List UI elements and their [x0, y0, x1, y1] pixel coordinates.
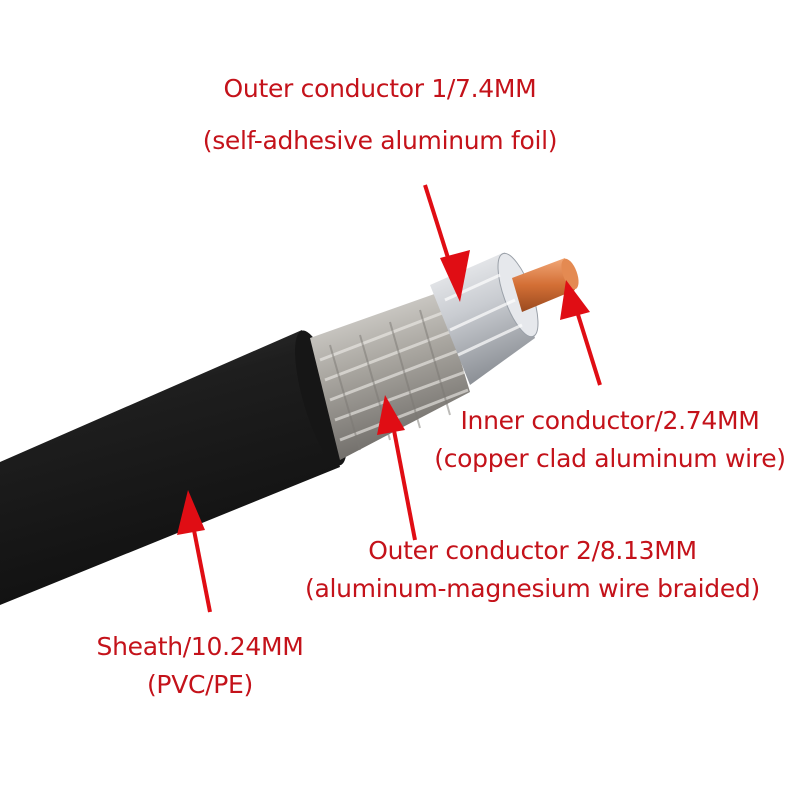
label-outer-conductor-2: Outer conductor 2/8.13MM (aluminum-magne…	[285, 532, 780, 608]
callout-arrows	[177, 184, 602, 613]
label-outer-conductor-1: Outer conductor 1/7.4MM (self-adhesive a…	[190, 70, 570, 160]
copper-inner-conductor	[512, 258, 579, 312]
label-sheath-title: Sheath/10.24MM	[96, 632, 304, 661]
label-outer-conductor-2-material: (aluminum-magnesium wire braided)	[305, 574, 760, 603]
label-sheath-material: (PVC/PE)	[146, 670, 254, 699]
label-inner-conductor-material: (copper clad aluminum wire)	[434, 444, 786, 473]
label-inner-conductor: Inner conductor/2.74MM (copper clad alum…	[425, 402, 795, 478]
label-inner-conductor-title: Inner conductor/2.74MM	[460, 406, 760, 435]
label-outer-conductor-1-title: Outer conductor 1/7.4MM	[223, 74, 537, 103]
label-sheath: Sheath/10.24MM (PVC/PE)	[70, 628, 330, 704]
label-outer-conductor-1-material: (self-adhesive aluminum foil)	[202, 126, 558, 155]
braided-shield	[310, 292, 470, 460]
label-outer-conductor-2-title: Outer conductor 2/8.13MM	[368, 536, 697, 565]
